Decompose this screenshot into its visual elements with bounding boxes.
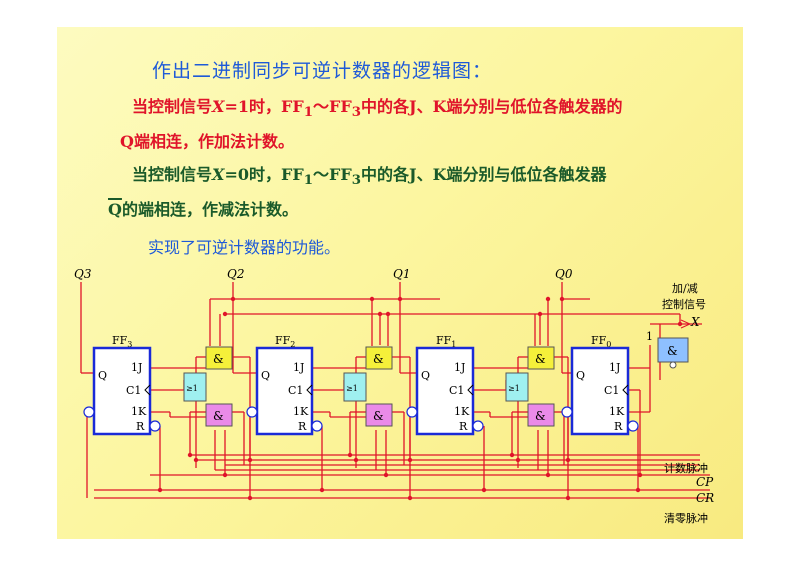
and-gate-bottom-ff1: &	[527, 403, 555, 427]
clear-label: 清零脉冲	[664, 511, 708, 525]
ff-name: FF3	[112, 334, 132, 349]
text-segment: 当控制信号	[132, 97, 213, 116]
or-gate-ff1: ≥1	[505, 372, 529, 402]
page-title: 作出二进制同步可逆计数器的逻辑图：	[152, 60, 493, 82]
pin-q: Q	[421, 369, 430, 382]
output-label: Q1	[393, 267, 410, 281]
pin-c: C1	[126, 384, 141, 397]
junction-dots	[157, 296, 683, 501]
cr-label: CR	[696, 491, 714, 505]
clock-label: 计数脉冲	[664, 461, 708, 475]
output-label: Q2	[227, 267, 244, 281]
pin-q: Q	[98, 369, 107, 382]
pin-j: 1J	[293, 361, 304, 374]
gate-symbol: &	[213, 409, 224, 423]
output-labels: Q3 Q2 Q1 Q0	[74, 267, 573, 281]
circuit-wires	[80, 282, 710, 499]
pin-c: C1	[604, 384, 619, 397]
conclusion-text: 实现了可逆计数器的功能。	[148, 238, 341, 257]
subscript: 3	[351, 104, 361, 121]
text-segment: ～FF	[312, 165, 352, 184]
text-segment: =0时，FF	[224, 165, 304, 184]
gate-symbol: ≥1	[508, 384, 520, 393]
gate-symbol: ≥1	[346, 384, 358, 393]
control-var-x: X	[690, 315, 700, 329]
and-gate-top-ff1: &	[527, 346, 555, 370]
const-one-label: 1	[646, 330, 653, 343]
ff-name: FF2	[275, 334, 295, 349]
text-segment: 当控制信号	[132, 165, 213, 184]
gate-symbol: &	[535, 352, 546, 366]
and-gate-bottom-ff3: &	[205, 403, 233, 427]
pin-k: 1K	[131, 405, 147, 418]
paragraph-add-line1: 当控制信号X=1时，FF1～FF3中的各J、K端分别与低位各触发器的	[132, 92, 622, 127]
and-gate-top-ff2: &	[365, 346, 393, 370]
flip-flop-ff3: FF3 Q 1J C1 1K R	[83, 334, 161, 436]
flip-flop-ff1: FF1 Q 1J C1 1K R	[406, 334, 484, 436]
pin-c: C1	[449, 384, 464, 397]
text-segment: =1时，FF	[224, 97, 304, 116]
control-label: 控制信号	[662, 297, 706, 311]
paragraph-add-line2: Q端相连，作加法计数。	[120, 132, 294, 152]
q-bar: Q	[108, 200, 122, 220]
pin-j: 1J	[454, 361, 465, 374]
subscript: 3	[351, 172, 361, 189]
pin-j: 1J	[131, 361, 142, 374]
control-label: 加/减	[672, 282, 698, 295]
ff-name: FF1	[436, 334, 456, 349]
output-label: Q3	[74, 267, 92, 281]
and-gate-top-ff3: &	[205, 346, 233, 370]
var-x: X	[212, 97, 225, 116]
gate-symbol: &	[535, 409, 546, 423]
gate-symbol: &	[373, 409, 384, 423]
and-gate-bottom-ff2: &	[365, 403, 393, 427]
and-gate-control-x: &	[657, 337, 689, 369]
gate-symbol: ≥1	[186, 384, 198, 393]
pin-q: Q	[261, 369, 270, 382]
pin-r: R	[459, 420, 468, 433]
gate-symbol: &	[373, 352, 384, 366]
gate-symbol: &	[667, 344, 678, 358]
pin-k: 1K	[454, 405, 470, 418]
cp-label: CP	[696, 475, 714, 489]
pin-k: 1K	[293, 405, 309, 418]
gate-symbol: &	[213, 352, 224, 366]
or-gate-ff2: ≥1	[343, 372, 367, 402]
flip-flop-ff0: FF0 Q 1J C1 1K R	[561, 334, 639, 436]
subscript: 1	[303, 172, 313, 189]
output-label: Q0	[555, 267, 573, 281]
ff-name: FF0	[591, 334, 611, 349]
pin-q: Q	[576, 369, 585, 382]
var-x: X	[212, 165, 225, 184]
text-segment: 的端相连，作减法计数。	[121, 200, 298, 220]
paragraph-sub-line2: Q的端相连，作减法计数。	[108, 195, 606, 225]
or-gate-ff3: ≥1	[183, 372, 207, 402]
pin-r: R	[136, 420, 145, 433]
text-segment: 中的各J、K端分别与低位各触发器	[361, 165, 607, 184]
paragraph-add-mode: 当控制信号X=1时，FF1～FF3中的各J、K端分别与低位各触发器的 Q端相连，…	[120, 92, 622, 157]
pin-j: 1J	[609, 361, 620, 374]
flip-flop-ff2: FF2 Q 1J C1 1K R	[246, 334, 323, 436]
paragraph-sub-mode: 当控制信号X=0时，FF1～FF3中的各J、K端分别与低位各触发器 Q的端相连，…	[108, 160, 606, 225]
paragraph-sub-line1: 当控制信号X=0时，FF1～FF3中的各J、K端分别与低位各触发器	[132, 160, 606, 195]
text-segment: ～FF	[312, 97, 352, 116]
pin-r: R	[614, 420, 623, 433]
pin-c: C1	[288, 384, 303, 397]
pin-r: R	[298, 420, 307, 433]
subscript: 1	[303, 104, 313, 121]
pin-k: 1K	[609, 405, 625, 418]
text-segment: 中的各J、K端分别与低位各触发器的	[361, 97, 623, 116]
